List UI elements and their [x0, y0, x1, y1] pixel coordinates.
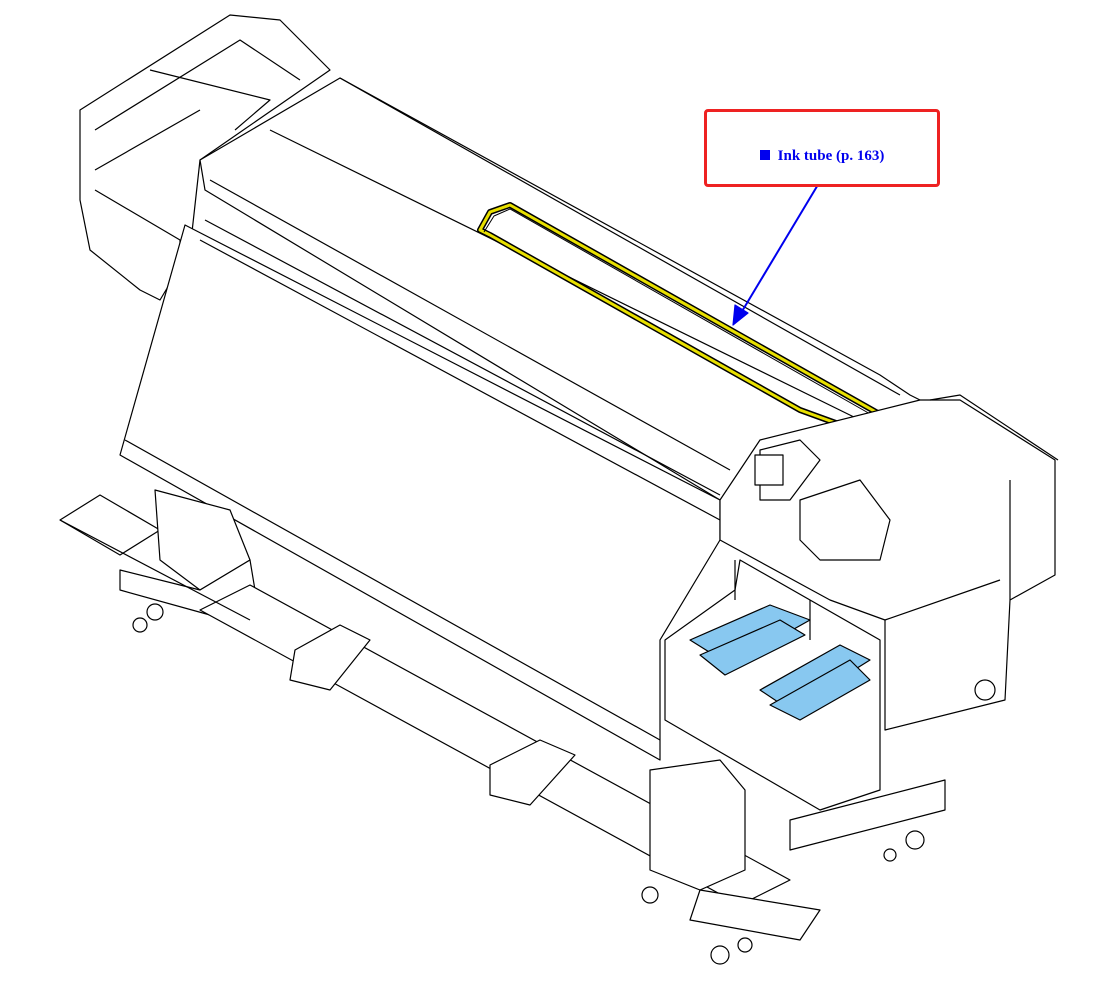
ink-tube-callout: Ink tube (p. 163) — [704, 109, 940, 187]
bullet-square-icon — [759, 150, 770, 160]
printer-body-top — [199, 77, 941, 501]
bottom-rail — [59, 519, 791, 906]
cartridge-bay — [664, 559, 881, 811]
callout-link-text[interactable]: Ink tube (p. 163) — [777, 148, 885, 164]
right-stand — [641, 759, 946, 965]
callout-label[interactable]: Ink tube (p. 163) — [707, 148, 937, 165]
right-end-housing — [719, 394, 1059, 731]
callout-arrow — [732, 167, 829, 326]
left-end-housing — [79, 14, 331, 301]
